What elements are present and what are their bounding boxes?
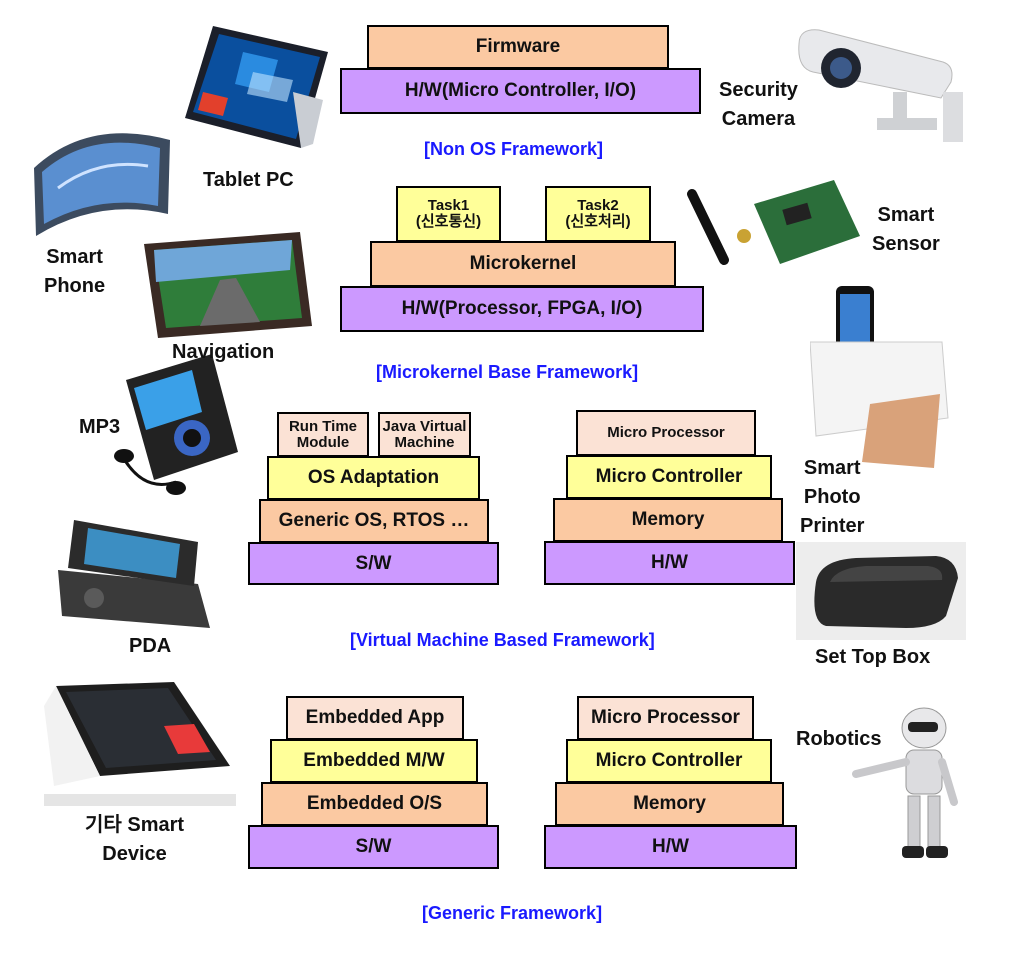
other-smart-device-image	[44, 676, 236, 806]
navigation-image	[140, 230, 315, 340]
smart-photo-printer-label: Smart Photo Printer	[800, 454, 864, 541]
jvm-box: Java Virtual Machine	[378, 412, 471, 457]
smart-photo-printer-label-line2: Photo	[803, 486, 861, 508]
task1-label: Task1	[427, 197, 470, 215]
security-camera-image	[793, 22, 969, 144]
mp3-label-line1: MP3	[79, 416, 121, 438]
microkernel-layer: Microkernel	[370, 241, 676, 287]
memory-layer-vm: Memory	[553, 498, 783, 542]
security-camera-label: Security Camera	[719, 76, 798, 134]
jvm-line1: Java Virtual	[382, 417, 467, 435]
set-top-box-label-line1: Set Top Box	[815, 646, 931, 668]
micro-processor-layer-generic: Micro Processor	[577, 696, 754, 740]
pda-label-line1: PDA	[129, 635, 172, 657]
mp3-label: MP3	[79, 413, 120, 442]
runtime-module-box: Run Time Module	[277, 412, 369, 457]
smart-photo-printer-image	[810, 286, 950, 468]
smart-sensor-label-line1: Smart	[877, 204, 935, 226]
robotics-label-line1: Robotics	[796, 728, 882, 750]
caption-microkernel-framework: [Microkernel Base Framework]	[376, 362, 639, 382]
navigation-label: Navigation	[172, 338, 274, 367]
task2-sublabel: (신호처리)	[565, 213, 631, 230]
smart-sensor-label-line2: Sensor	[872, 233, 940, 255]
sw-layer-vm: S/W	[248, 542, 499, 585]
tablet-pc-label: Tablet PC	[203, 166, 294, 195]
task2-box: Task2 (신호처리)	[545, 186, 651, 242]
hw-layer-vm: H/W	[544, 541, 795, 585]
other-smart-device-label: 기타 Smart Device	[85, 811, 184, 869]
tablet-pc-label-line1: Tablet PC	[203, 169, 294, 191]
micro-controller-layer-generic: Micro Controller	[566, 739, 772, 783]
robotics-label: Robotics	[796, 725, 882, 754]
caption-virtual-machine-framework: [Virtual Machine Based Framework]	[350, 630, 655, 650]
task1-box: Task1 (신호통신)	[396, 186, 501, 242]
embedded-os-layer: Embedded O/S	[261, 782, 488, 826]
security-camera-label-line1: Security	[719, 79, 798, 101]
smart-phone-label-line2: Phone	[44, 275, 106, 297]
runtime-module-line2: Module	[296, 433, 350, 451]
task2-label: Task2	[577, 197, 619, 215]
smart-phone-label-line1: Smart	[46, 246, 103, 268]
security-camera-label-line2: Camera	[721, 108, 796, 130]
smart-phone-label: Smart Phone	[44, 243, 105, 301]
other-smart-device-label-line2: Device	[102, 843, 167, 865]
embedded-mw-layer: Embedded M/W	[270, 739, 478, 783]
tablet-pc-image	[183, 22, 333, 152]
sw-layer-generic: S/W	[248, 825, 499, 869]
jvm-line2: Machine	[394, 433, 455, 451]
smart-photo-printer-label-line3: Printer	[800, 515, 865, 537]
navigation-label-line1: Navigation	[172, 341, 275, 363]
memory-layer-generic: Memory	[555, 782, 784, 826]
task1-sublabel: (신호통신)	[415, 213, 482, 230]
pda-label: PDA	[129, 632, 171, 661]
mp3-image	[106, 352, 240, 502]
embedded-app-layer: Embedded App	[286, 696, 464, 740]
smart-photo-printer-label-line1: Smart	[803, 457, 861, 479]
caption-generic-framework: [Generic Framework]	[422, 903, 603, 923]
other-smart-device-label-line1: 기타 Smart	[85, 814, 185, 836]
generic-os-layer: Generic OS, RTOS …	[259, 499, 489, 543]
firmware-layer: Firmware	[367, 25, 669, 69]
pda-image	[48, 512, 216, 636]
smart-phone-image	[28, 118, 176, 240]
os-adaptation-layer: OS Adaptation	[267, 456, 480, 500]
hw-layer-microkernel: H/W(Processor, FPGA, I/O)	[340, 286, 704, 332]
hw-layer-non-os: H/W(Micro Controller, I/O)	[340, 68, 701, 114]
smart-sensor-image	[684, 176, 864, 276]
runtime-module-line1: Run Time	[288, 417, 358, 435]
smart-sensor-label: Smart Sensor	[872, 201, 940, 259]
set-top-box-label: Set Top Box	[815, 643, 930, 672]
robotics-image	[846, 706, 966, 866]
micro-controller-layer-vm: Micro Controller	[566, 455, 772, 499]
set-top-box-image	[796, 542, 966, 640]
micro-processor-layer-vm: Micro Processor	[576, 410, 756, 456]
hw-layer-generic: H/W	[544, 825, 797, 869]
caption-non-os-framework: [Non OS Framework]	[424, 139, 604, 159]
